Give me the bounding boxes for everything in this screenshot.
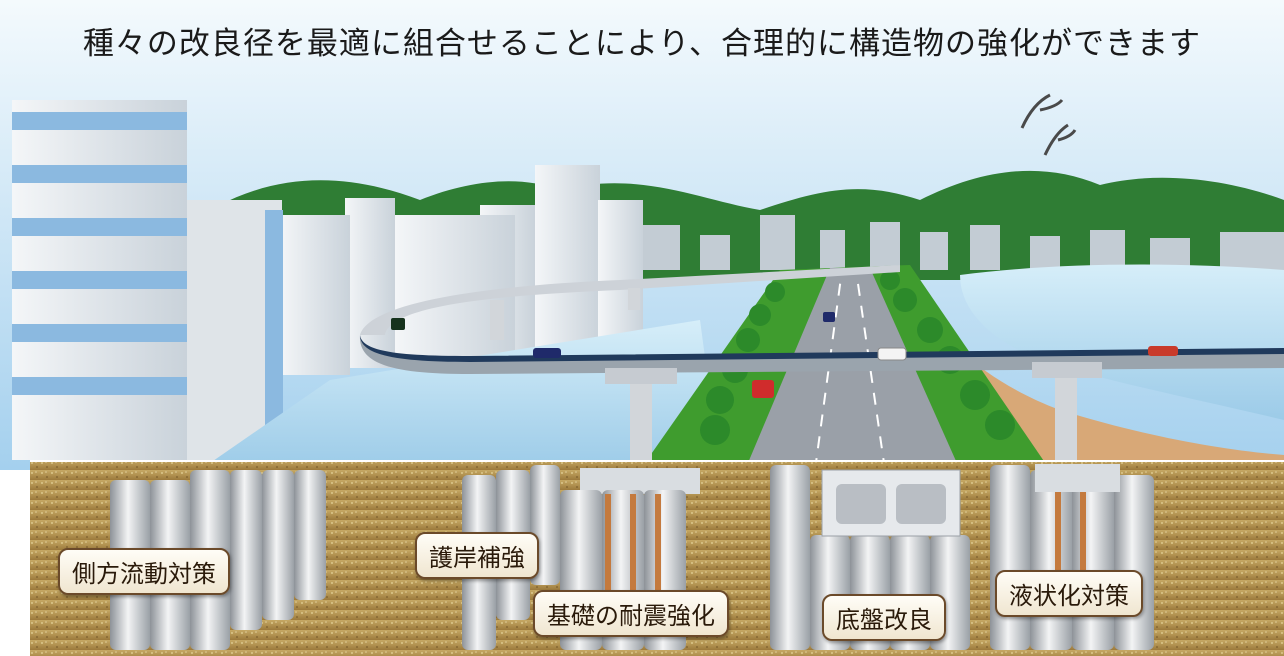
- label-bottom: 底盤改良: [822, 594, 946, 641]
- birds: [1020, 93, 1077, 156]
- left-tower: [12, 100, 283, 460]
- label-foundation: 基礎の耐震強化: [533, 590, 729, 637]
- columns-liquefaction: [990, 464, 1154, 650]
- river: [960, 264, 1284, 420]
- page-title: 種々の改良径を最適に組合せることにより、合理的に構造物の強化ができます: [82, 26, 1202, 62]
- background-city: [640, 215, 1284, 270]
- label-liquefaction: 液状化対策: [995, 570, 1143, 617]
- label-lateral-flow: 側方流動対策: [58, 548, 230, 595]
- lane-markings: [814, 269, 886, 471]
- elevated-expressway: [359, 265, 1284, 460]
- label-revetment: 護岸補強: [415, 532, 539, 579]
- cars: [391, 312, 1178, 398]
